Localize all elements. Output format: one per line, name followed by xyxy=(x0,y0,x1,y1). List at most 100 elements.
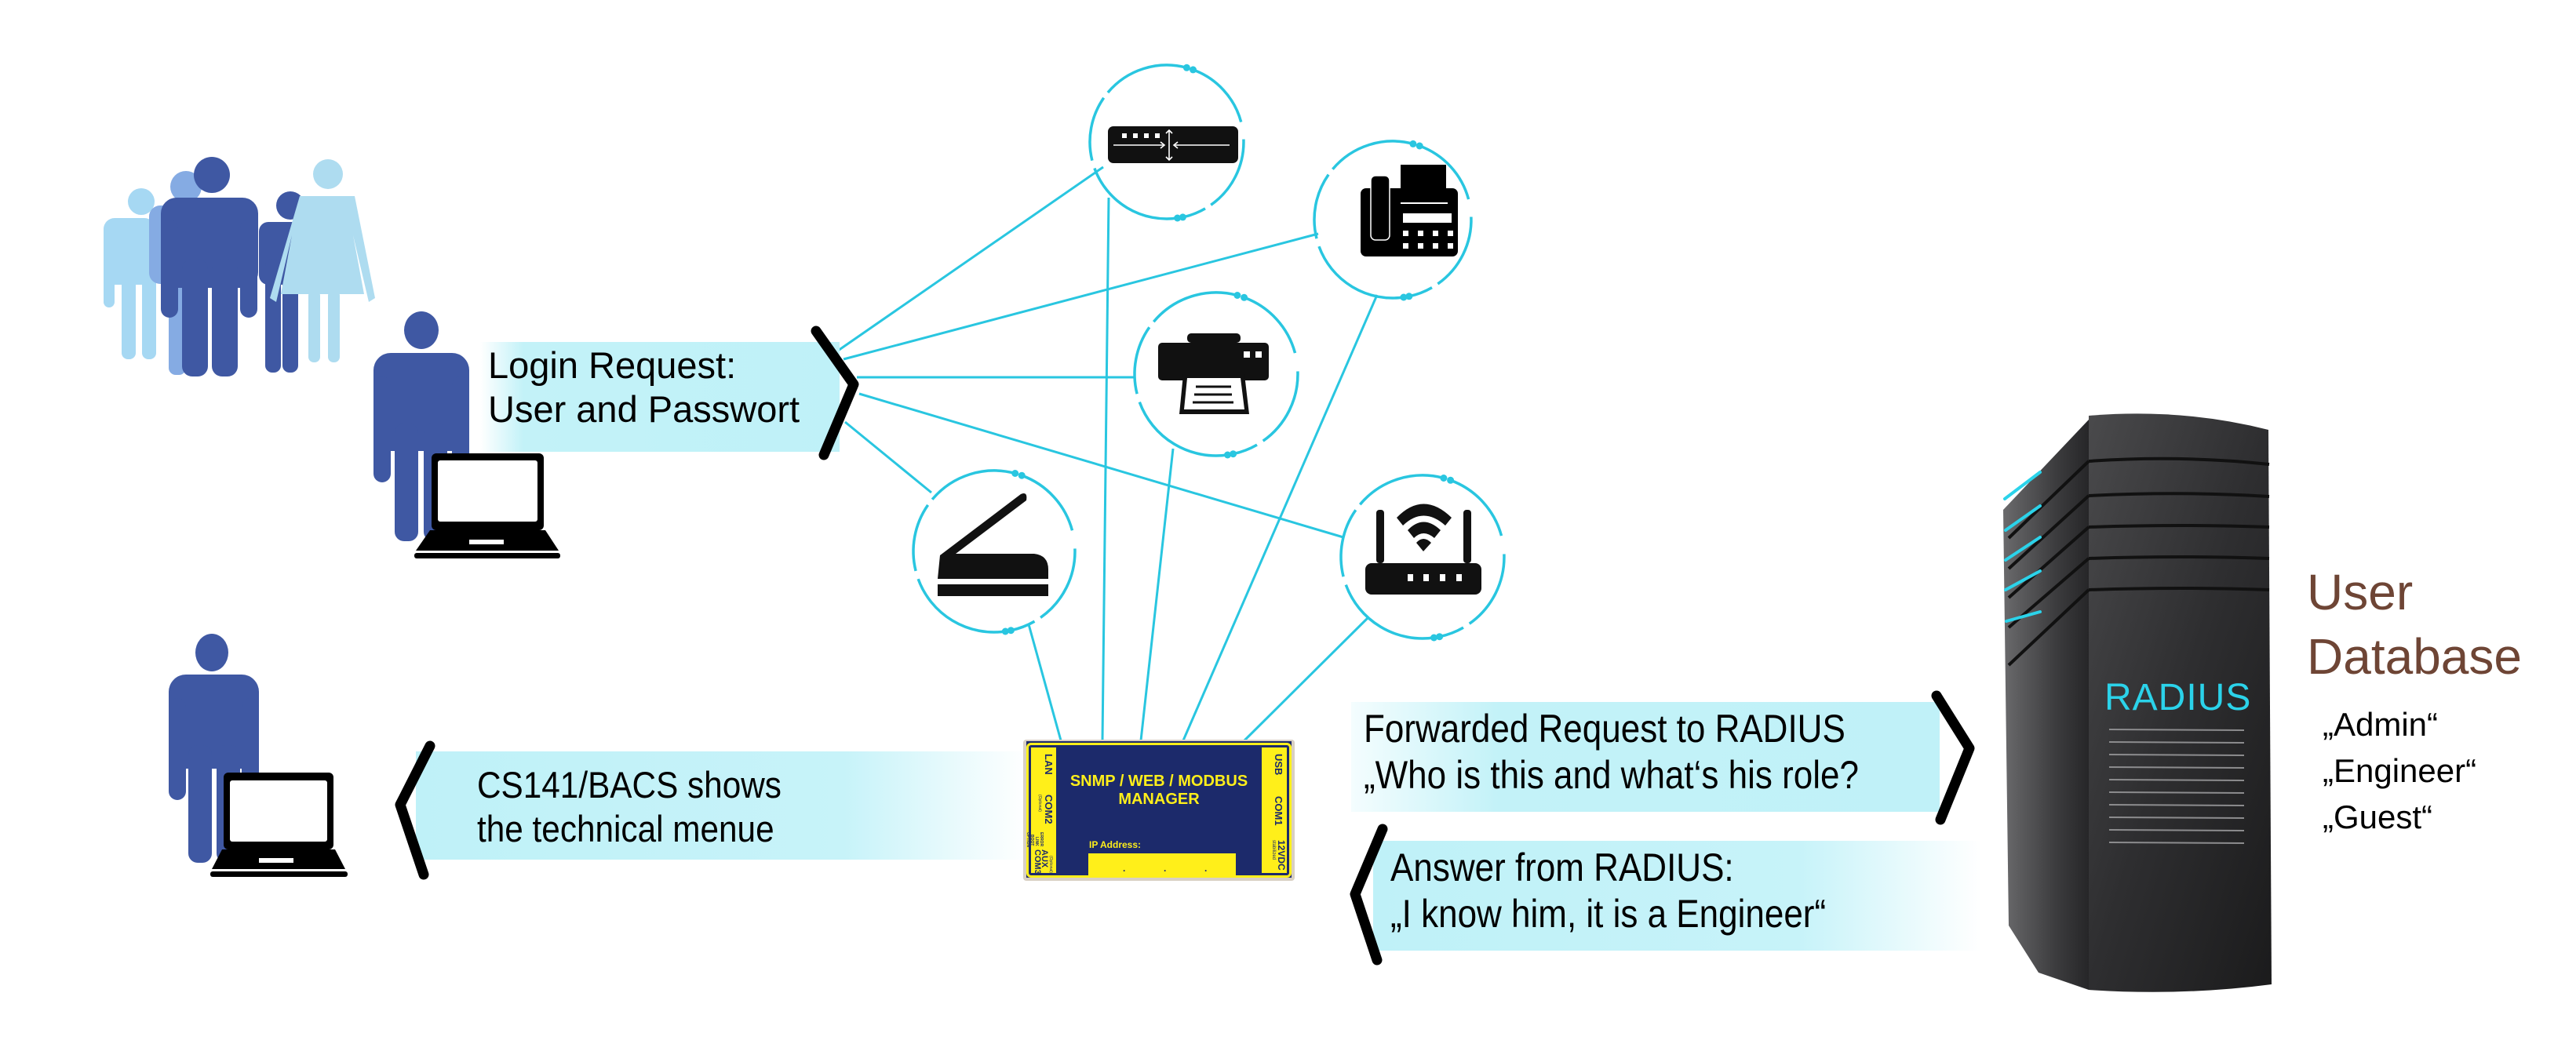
circle-arc xyxy=(916,578,1006,634)
chevron-right-icon xyxy=(811,326,859,460)
server-vent-slat xyxy=(2108,791,2245,794)
chevron-right-icon xyxy=(1931,690,1975,825)
forwarded-request-arrow xyxy=(1351,690,1975,825)
printer-circle xyxy=(1133,291,1299,459)
circle-arc xyxy=(1408,286,1433,298)
circle-arc xyxy=(931,469,1016,500)
laptop-icon xyxy=(210,773,348,877)
link-login-switch xyxy=(837,165,1104,352)
circle-node-dot xyxy=(1447,476,1455,484)
laptop-icon xyxy=(414,453,560,558)
circle-node-dot xyxy=(1190,66,1197,74)
user-database-title-line-1: User xyxy=(2307,564,2414,620)
link-device-printer xyxy=(1139,448,1175,741)
link-device-scanner xyxy=(1027,624,1062,741)
server-vent-slat xyxy=(2108,766,2245,769)
circle-node-dot xyxy=(1400,293,1408,301)
circle-node-dot xyxy=(1001,627,1009,635)
network-switch-icon xyxy=(1108,126,1238,163)
scanner-circle xyxy=(912,469,1077,635)
circle-arc xyxy=(1313,173,1330,239)
circle-node-dot xyxy=(1416,142,1423,150)
link-device-router xyxy=(1243,616,1370,742)
ip-address-label: IP Address: xyxy=(1089,839,1142,850)
port-usb-label: USB xyxy=(1273,754,1284,776)
port-com1-label: COM1 xyxy=(1273,796,1284,826)
ip-address-display: ... xyxy=(1088,853,1236,875)
circle-node-dot xyxy=(1409,140,1417,147)
circle-node-dot xyxy=(1018,471,1026,479)
power-12vdc-label: 12VDC xyxy=(1276,840,1287,871)
circle-arc xyxy=(1468,554,1506,625)
fax-machine-icon xyxy=(1361,165,1458,256)
circle-arc xyxy=(1262,371,1299,442)
circle-node-dot xyxy=(1440,475,1448,482)
circle-arc xyxy=(1244,296,1297,354)
link-device-switch xyxy=(1101,197,1110,741)
server-vent-slat xyxy=(2108,817,2245,819)
requesting-user-icon xyxy=(373,311,560,558)
radius-server-label: RADIUS xyxy=(2104,677,2252,718)
radius-answer-line-2: „I know him, it is a Engineer“ xyxy=(1390,892,1827,936)
circle-node-dot xyxy=(1405,293,1413,300)
router-circle xyxy=(1339,474,1506,642)
technical-menu-arrow xyxy=(395,740,1028,880)
login-request-band xyxy=(480,342,840,452)
circle-arc xyxy=(1419,144,1470,200)
login-request-text: Login Request: User and Passwort xyxy=(488,344,800,432)
port-lan-label: LAN xyxy=(1043,754,1055,775)
device-title-line-2: MANAGER xyxy=(1118,791,1200,808)
printer-icon xyxy=(1158,333,1269,414)
connection-lines xyxy=(837,165,1379,742)
led-error-label: ERROR xyxy=(1039,832,1044,847)
user-database-title-line-2: Database xyxy=(2307,627,2522,685)
forwarded-request-line-1: Forwarded Request to RADIUS xyxy=(1364,707,1845,751)
technical-menu-line-2: the technical menue xyxy=(477,808,774,850)
circle-node-dot xyxy=(1174,214,1182,222)
circle-arc xyxy=(912,504,930,572)
circle-node-dot xyxy=(1007,627,1015,635)
circle-arc xyxy=(1233,443,1258,456)
device-frame xyxy=(1026,743,1292,878)
forwarded-request-text: Forwarded Request to RADIUS „Who is this… xyxy=(1364,706,1859,798)
wifi-router-icon xyxy=(1365,504,1481,595)
circle-arc xyxy=(1192,68,1243,123)
radius-answer-line-1: Answer from RADIUS: xyxy=(1390,846,1734,889)
server-vent-slat xyxy=(2108,741,2245,744)
technical-menu-text: CS141/BACS shows the technical menue xyxy=(477,763,782,852)
link-device-fax xyxy=(1182,294,1379,741)
circle-arc xyxy=(1317,245,1405,300)
user-database-roles: „Admin“ „Engineer“ „Guest“ xyxy=(2323,702,2476,840)
technical-menu-band xyxy=(416,751,1028,860)
device-title-line-1: SNMP / WEB / MODBUS xyxy=(1069,773,1248,790)
forwarded-request-line-2: „Who is this and what‘s his role? xyxy=(1364,753,1859,797)
circle-arc xyxy=(1138,402,1228,457)
circle-arc xyxy=(1152,291,1238,323)
circle-arc xyxy=(1133,326,1151,395)
port-com2-optional-label: (Optional) xyxy=(1037,795,1042,812)
user-database-title: User Database xyxy=(2307,561,2522,689)
role-item: „Guest“ xyxy=(2323,798,2433,835)
led-link-label: LINK xyxy=(1034,837,1039,846)
chevron-left-icon xyxy=(1350,824,1388,966)
port-com3-label: COM3 xyxy=(1033,849,1042,875)
port-aux-optional-label: (Optional) xyxy=(1048,856,1053,873)
circle-node-dot xyxy=(1436,633,1444,641)
circle-arc xyxy=(1344,584,1434,640)
circle-arc xyxy=(1332,140,1414,170)
boot-option-label: OPTION xyxy=(1026,832,1030,848)
circle-arc xyxy=(1093,167,1178,220)
port-com2-label: COM2 xyxy=(1043,795,1055,824)
login-request-line-2: User and Passwort xyxy=(488,388,800,431)
server-vent-slat xyxy=(2108,829,2245,831)
circle-node-dot xyxy=(1230,450,1237,458)
role-item: „Admin“ xyxy=(2323,706,2439,743)
device-right-port-strip xyxy=(1262,747,1287,873)
role-item: „Engineer“ xyxy=(2323,751,2477,789)
circle-arc xyxy=(1040,548,1077,619)
circle-node-dot xyxy=(1233,292,1241,299)
circle-arc xyxy=(1437,216,1473,286)
fax-circle xyxy=(1313,140,1473,301)
circle-arc xyxy=(1210,139,1245,206)
